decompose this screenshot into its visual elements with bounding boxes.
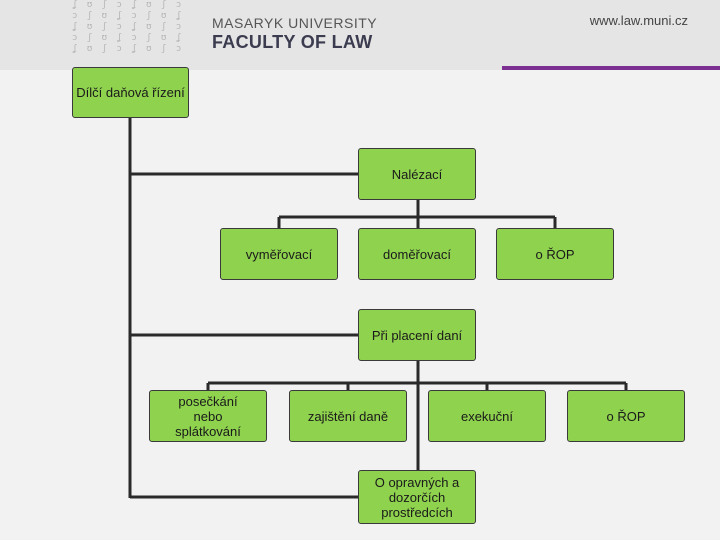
group2-child-node: zajištění daně (289, 390, 407, 442)
header-bar: ʆ ʊ ʃ ɔ ʆ ʊ ʃ ɔ ʆ ɔ ʃ ʊ ʆ ɔ ʃ ʊ ʆ ɔ ʆ ʊ … (0, 0, 720, 70)
university-name: MASARYK UNIVERSITY (212, 15, 378, 31)
group1-title-node: Nalézací (358, 148, 476, 200)
group1-child-node: o ŘOP (496, 228, 614, 280)
logo-pattern: ʆ ʊ ʃ ɔ ʆ ʊ ʃ ɔ ʆ ɔ ʃ ʊ ʆ ɔ ʃ ʊ ʆ ɔ ʆ ʊ … (72, 0, 182, 54)
faculty-name: FACULTY OF LAW (212, 32, 373, 52)
group1-child-node: doměřovací (358, 228, 476, 280)
website-url[interactable]: www.law.muni.cz (589, 13, 688, 28)
root-node: Dílčí daňová řízení (72, 67, 189, 118)
group2-child-node: posečkání nebo splátkování (149, 390, 267, 442)
group2-title-node: Při placení daní (358, 309, 476, 361)
group2-child-node: o ŘOP (567, 390, 685, 442)
group1-child-node: vyměřovací (220, 228, 338, 280)
extra-node: O opravných a dozorčích prostředcích (358, 470, 476, 524)
group2-child-node: exekuční (428, 390, 546, 442)
